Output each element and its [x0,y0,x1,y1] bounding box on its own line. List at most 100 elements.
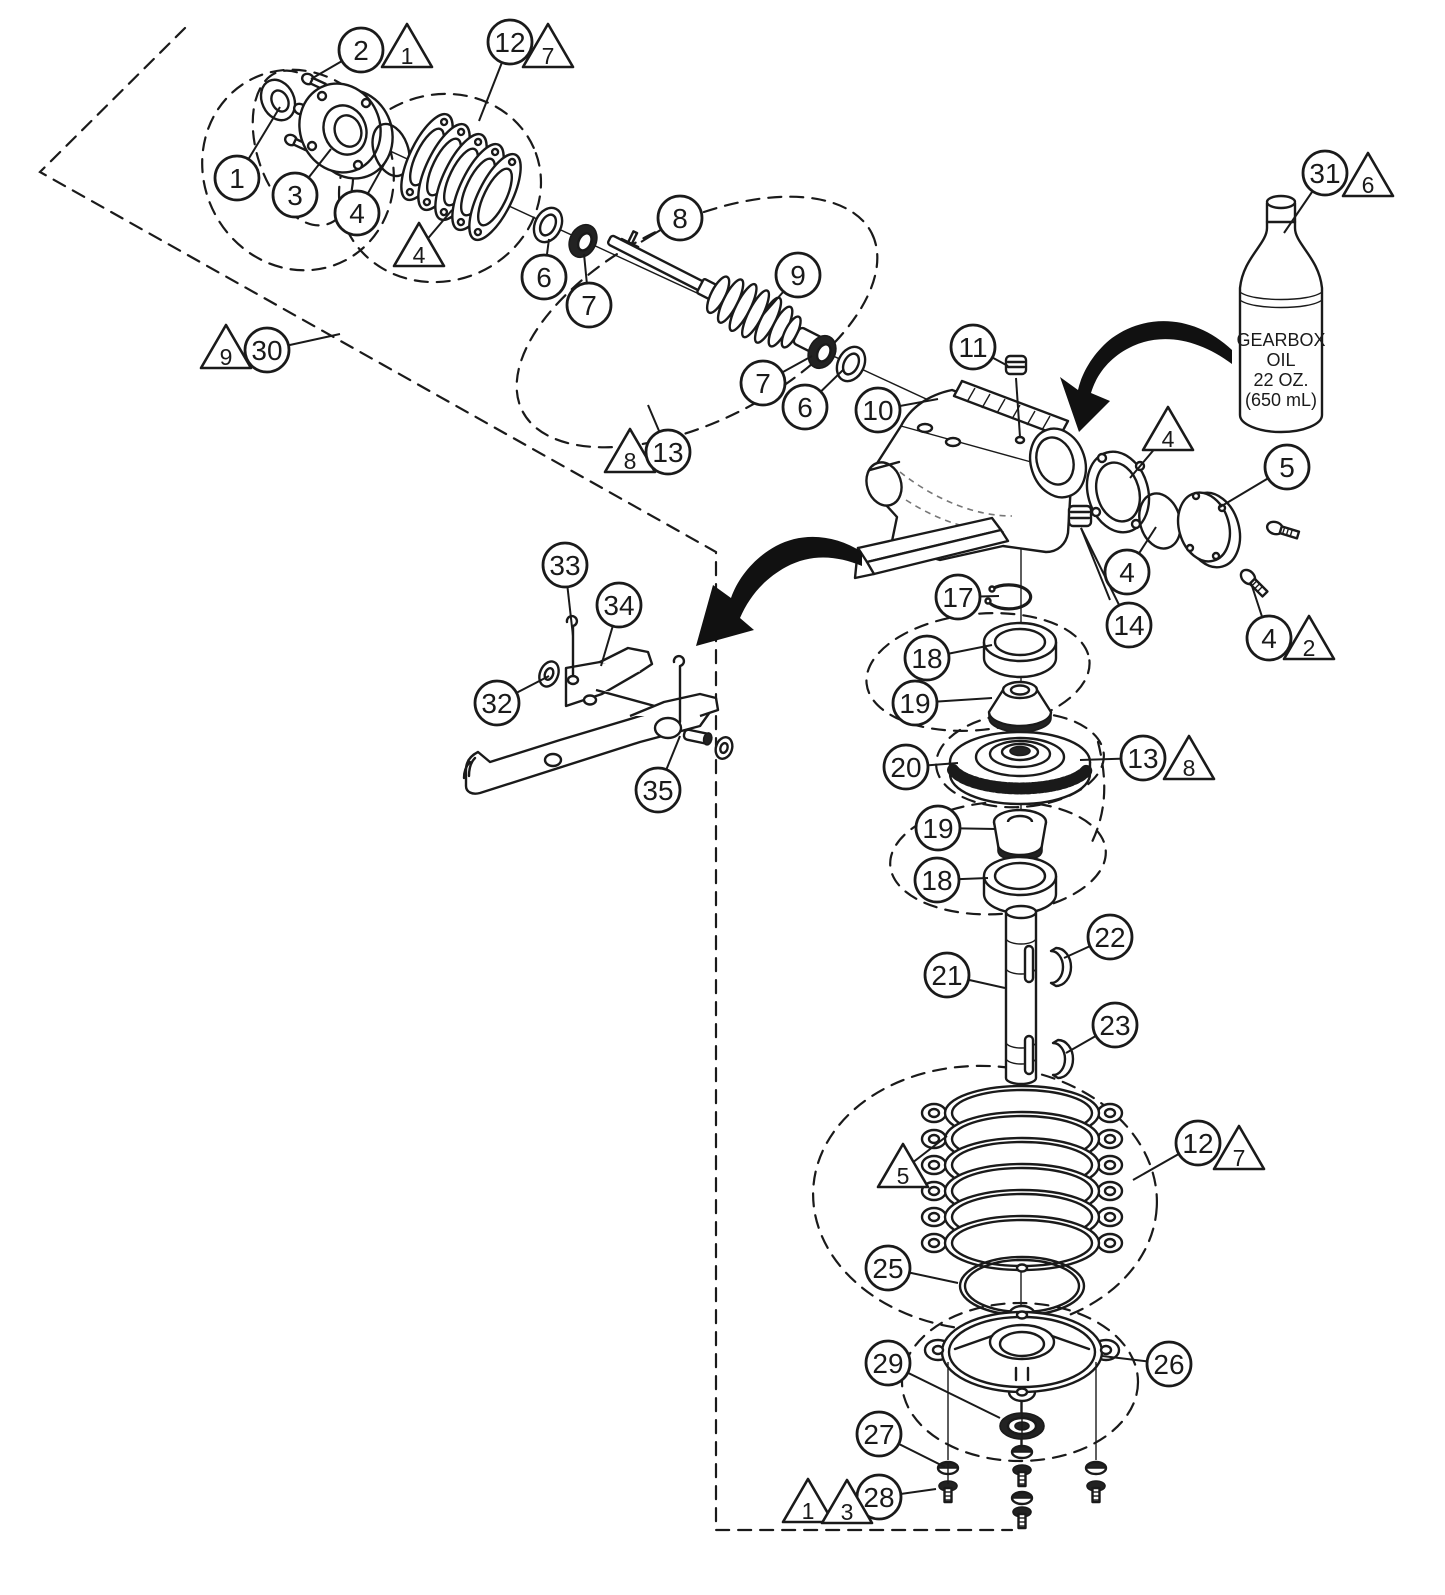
callout-balloon-31: 31 [1283,149,1349,234]
circle-shape [855,1410,903,1458]
callout-number: 22 [1094,922,1125,953]
callout-number: 7 [755,368,771,399]
gearbox-housing-part [853,379,1088,580]
bottle-label-line3: 22 OZ. [1253,370,1308,390]
callout-balloon-13: 13 [644,404,692,476]
circle-shape [934,573,982,621]
callout-number: 4 [1261,623,1277,654]
triangle-shape [1212,1124,1266,1171]
warning-triangle-1: 1 [781,1477,835,1524]
callout-number: 30 [251,335,282,366]
spring-plate-stack-part [400,112,522,242]
callout-balloon-27: 27 [855,1410,946,1468]
circle-shape [486,18,534,66]
circle-shape [565,281,613,329]
callout-balloon-5: 5 [1219,443,1311,508]
triangle-shape [521,22,575,69]
callout-number: 4 [349,198,365,229]
callout-balloon-1: 1 [213,106,281,202]
warning-triangle-3: 3 [820,1478,874,1525]
cover-screw-guides [947,1362,1097,1460]
circle-shape [1145,1340,1193,1388]
circle-shape [774,251,822,299]
bearing-cup-lower-part [982,855,1058,915]
callout-number: 8 [1183,755,1196,781]
circle-shape [864,1339,912,1387]
bottle-label-line2: OIL [1266,350,1295,370]
warning-triangle-2: 2 [1282,614,1336,661]
callout-balloon-12: 12 [478,18,534,122]
circle-shape [520,253,568,301]
callout-balloon-34: 34 [595,581,643,667]
callout-balloon-9: 9 [761,251,822,317]
bearing-cone-lower-part [992,808,1048,862]
callout-number: 7 [1233,1145,1246,1171]
circle-shape [271,171,319,219]
callout-balloon-22: 22 [1063,913,1134,961]
callout-balloon-12: 12 [1132,1119,1222,1181]
warning-triangle-5: 5 [876,1135,948,1189]
callout-number: 14 [1113,610,1144,641]
callout-balloon-18: 18 [913,856,989,904]
callout-balloon-3: 3 [271,148,332,219]
triangle-shape [820,1478,874,1525]
woodruff-key-lower-part [1051,1038,1075,1080]
friction-plate-stack-part [920,1084,1124,1273]
cover-bolt-lower-part [1239,568,1269,598]
callout-number: 3 [841,1499,854,1525]
callout-number: 2 [353,35,369,66]
callout-number: 2 [1303,635,1316,661]
triangle-shape [199,323,253,370]
callout-balloon-4: 4 [1103,526,1157,596]
warning-triangle-9: 9 [199,323,253,370]
o-ring-part [371,122,411,178]
callout-balloon-23: 23 [1065,1001,1139,1054]
group-outlines-dashed [201,68,1159,1463]
callout-balloon-30: 30 [243,326,341,374]
triangle-shape [781,1477,835,1524]
callout-number: 1 [802,1498,815,1524]
vent-plug-part [1004,354,1028,438]
callout-balloon-29: 29 [864,1339,1001,1419]
callout-balloon-21: 21 [923,951,1006,999]
cotter-pin-upper-part [565,614,580,686]
triangle-shape [876,1142,930,1189]
callout-number: 1 [401,43,414,69]
circle-shape [644,428,692,476]
arrow-oil-to-housing [1060,321,1232,432]
gearbox-oil-bottle: GEARBOX OIL 22 OZ. (650 mL) [1236,194,1326,434]
callout-balloon-6: 6 [520,238,568,301]
callout-number: 11 [958,332,987,363]
callout-number: 6 [536,262,552,293]
circle-shape [333,189,381,237]
clevis-pin-part [672,654,734,760]
callout-number: 9 [790,260,806,291]
circle-shape [1263,443,1311,491]
callout-number: 26 [1153,1349,1184,1380]
circle-shape [213,154,261,202]
callout-number: 21 [931,960,962,991]
warning-triangle-4: 4 [392,209,453,268]
circle-shape [1086,913,1134,961]
circle-shape [739,359,787,407]
callout-number: 4 [1119,557,1135,588]
circle-shape [1105,601,1153,649]
callout-number: 33 [549,550,580,581]
warning-triangle-6: 6 [1341,151,1395,198]
warning-triangle-7: 7 [521,22,575,69]
callout-balloon-8: 8 [640,194,704,243]
bottom-washers-screws [936,1444,1108,1530]
bottom-cover-part [923,1304,1121,1403]
callout-number: 8 [672,203,688,234]
callout-number: 13 [652,437,683,468]
bottle-label-line1: GEARBOX [1236,330,1325,350]
callout-balloon-10: 10 [854,386,939,434]
snap-ring-part [984,583,1033,611]
callout-balloon-19: 19 [891,679,993,727]
callout-balloon-18: 18 [903,634,993,682]
washer-front-part [532,206,564,244]
bracket-washer-part [538,660,560,688]
circle-shape [903,634,951,682]
